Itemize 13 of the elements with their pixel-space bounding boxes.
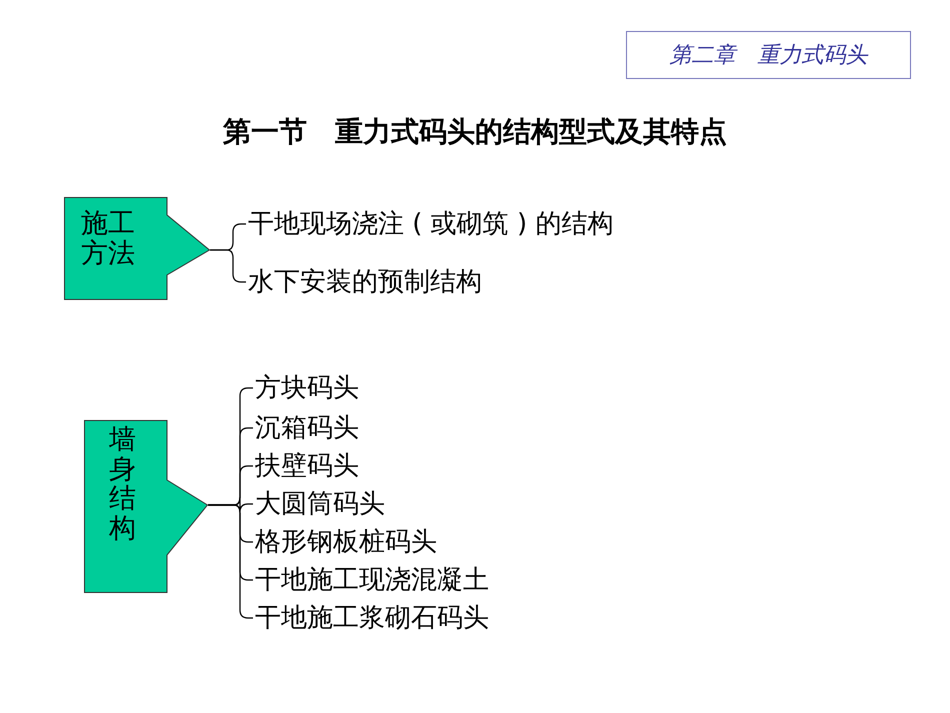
list-item: 方块码头 bbox=[255, 371, 359, 405]
callout-text: 施工方法 bbox=[81, 209, 135, 268]
list-item: 大圆筒码头 bbox=[255, 487, 385, 521]
callout-text: 墙身结构 bbox=[109, 425, 136, 544]
list-item: 干地施工现浇混凝土 bbox=[255, 563, 489, 597]
list-item: 干地施工浆砌石码头 bbox=[255, 601, 489, 635]
list-item: 水下安装的预制结构 bbox=[248, 265, 482, 299]
list-item: 沉箱码头 bbox=[255, 411, 359, 445]
list-item: 扶壁码头 bbox=[255, 449, 359, 483]
list-item: 格形钢板桩码头 bbox=[255, 525, 437, 559]
chapter-label: 第二章 重力式码头 bbox=[626, 31, 911, 79]
title: 第一节 重力式码头的结构型式及其特点 bbox=[222, 114, 728, 150]
list-item: 干地现场浇注 ( 或砌筑 ) 的结构 bbox=[248, 207, 614, 241]
